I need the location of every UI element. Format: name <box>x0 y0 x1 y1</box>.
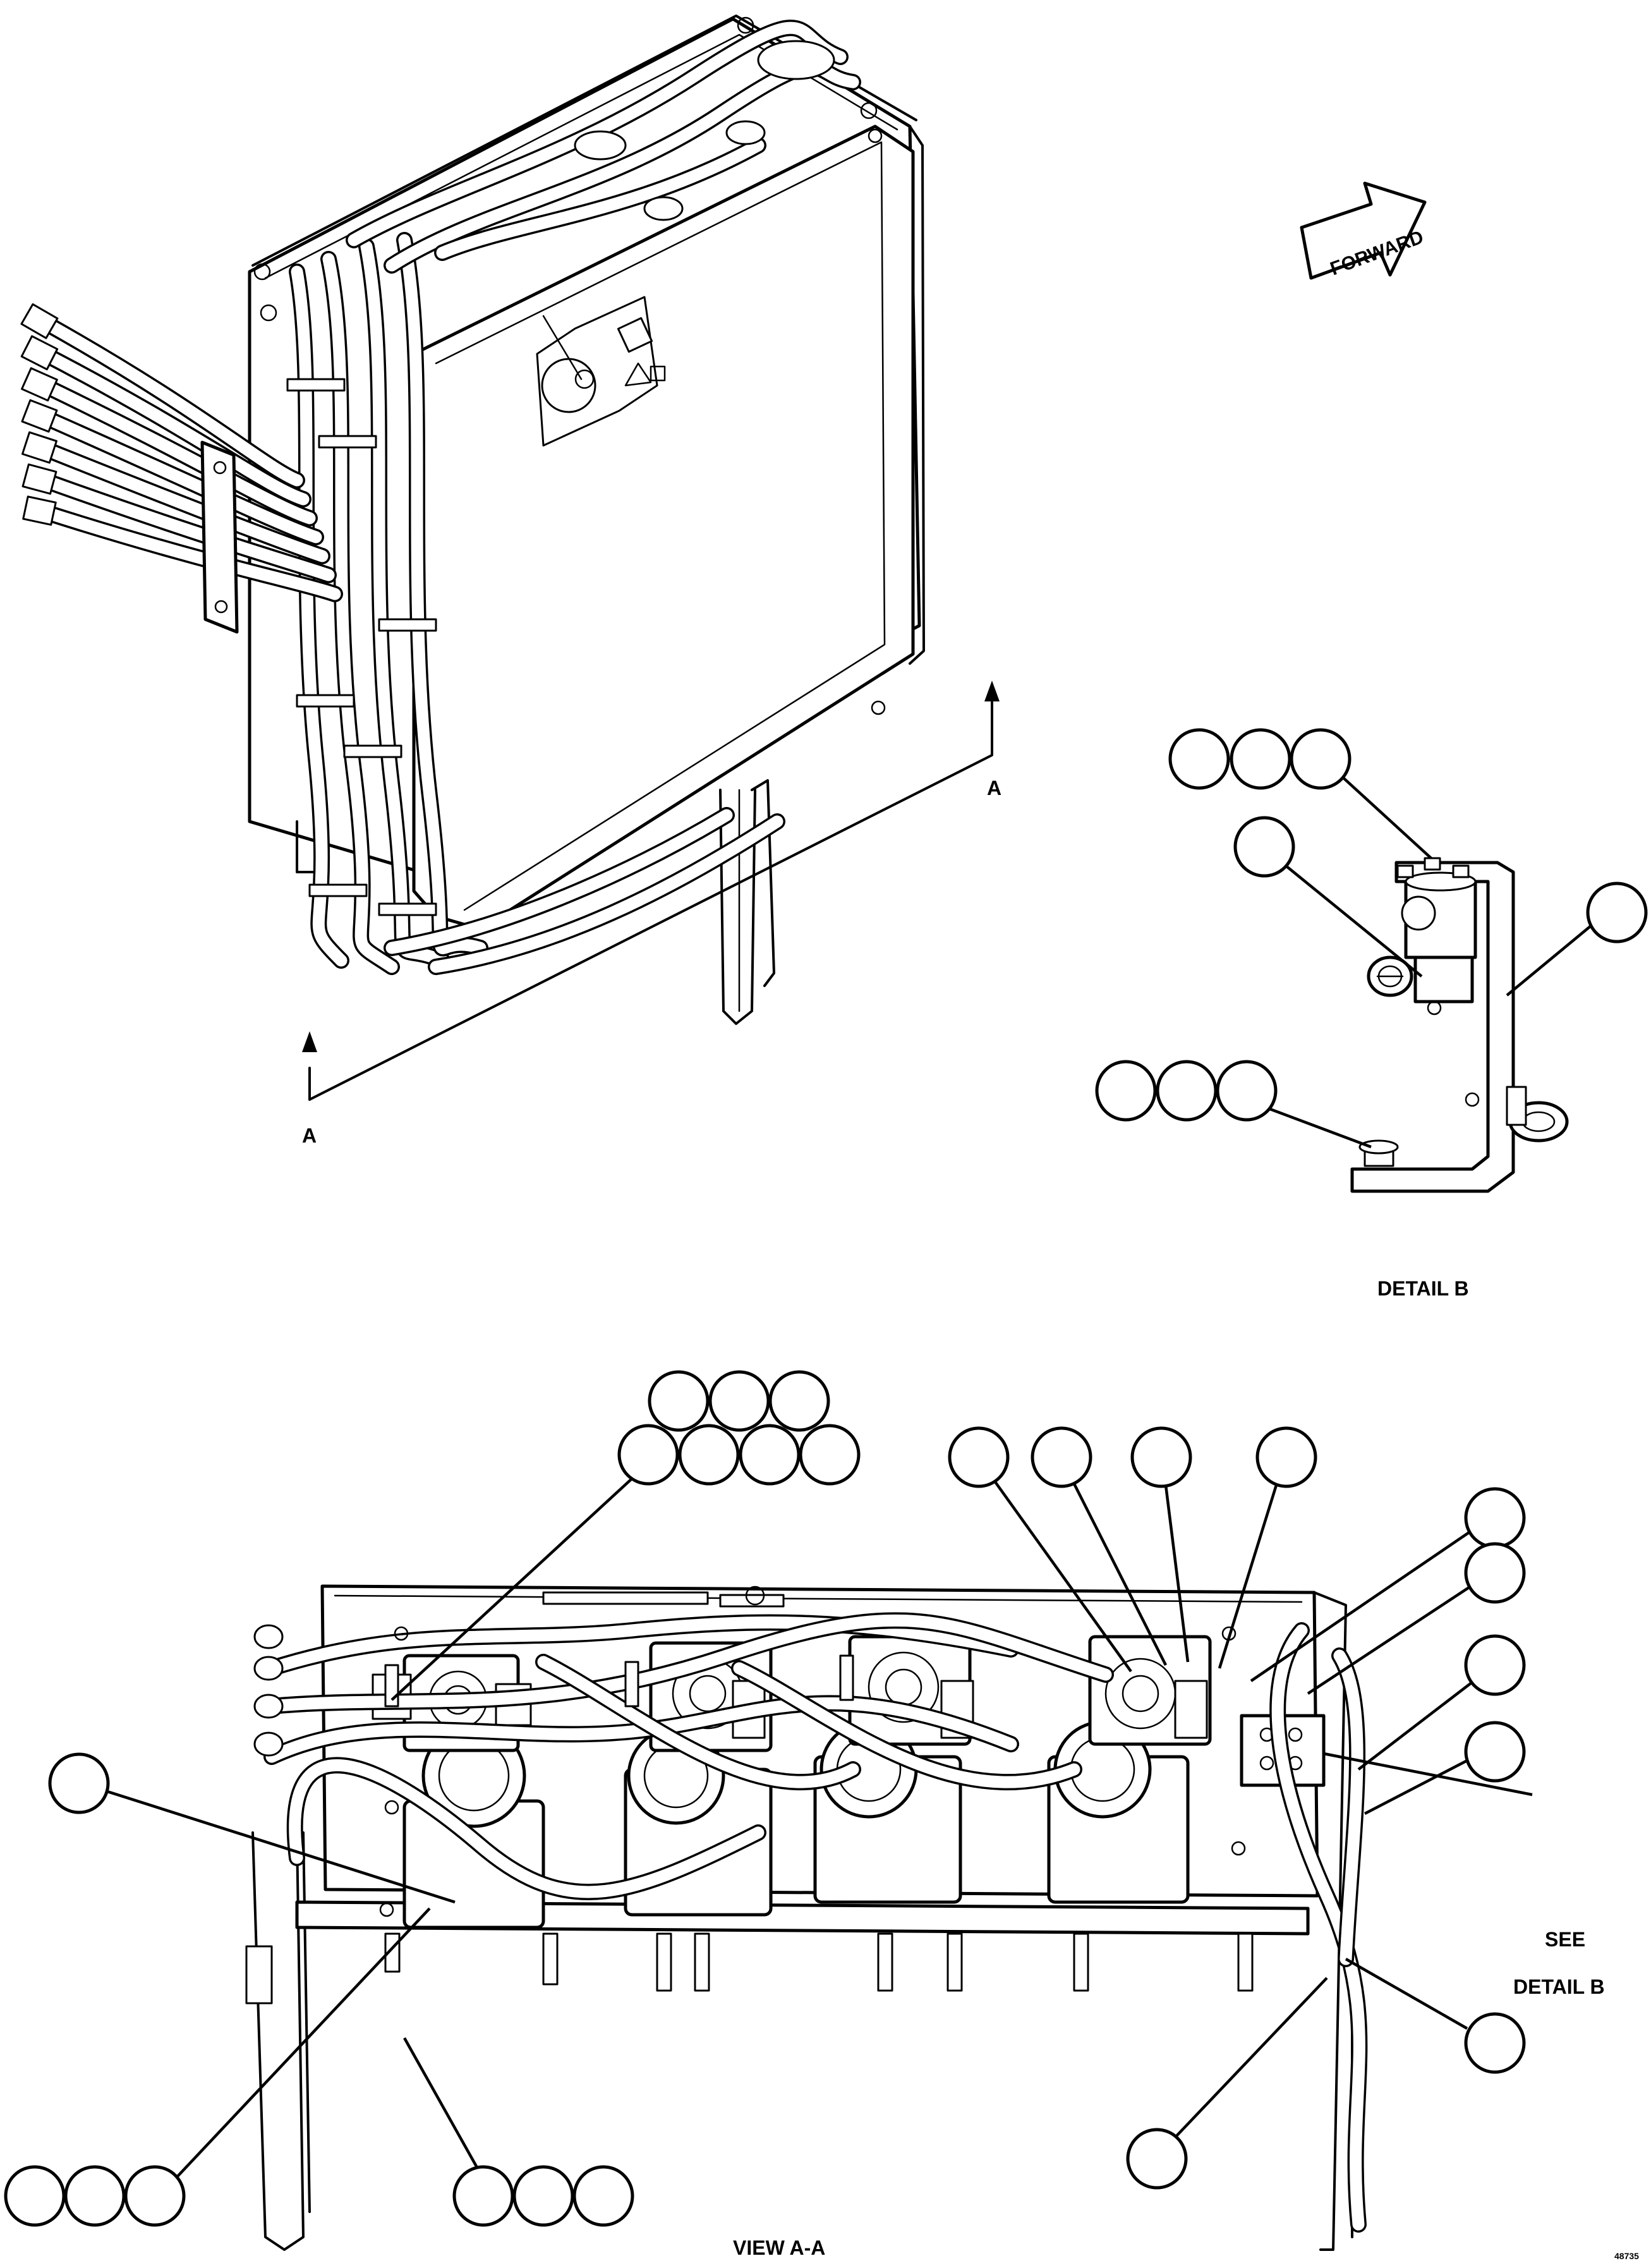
callout-bubble <box>1255 1426 1317 1488</box>
valve-section-3 <box>813 1635 974 1904</box>
callout-bubble <box>1464 1634 1526 1696</box>
callout-bubble <box>452 2165 514 2227</box>
warning-decal-icon <box>617 317 666 387</box>
gauge-icon <box>541 315 596 413</box>
callout-bubble <box>1156 1060 1218 1122</box>
callout-bubble <box>799 1424 861 1486</box>
hose-end-fitting-icons <box>20 303 59 526</box>
detail-b-bracket: DETAIL B <box>1095 728 1648 1300</box>
section-line-a-a: A A <box>302 681 1001 1147</box>
callout-bubble <box>572 2165 634 2227</box>
callout-bubble <box>1464 1487 1526 1549</box>
callout-bubble <box>1290 728 1352 790</box>
callout-bubble <box>64 2165 126 2227</box>
callout-bubble <box>124 2165 186 2227</box>
solenoid-connector-icon <box>1367 955 1413 997</box>
left-fitting-stack <box>245 1624 284 2004</box>
callout-bubble <box>1130 1426 1192 1488</box>
view-a-a-assembly: SEE DETAIL B VIEW A-A <box>4 1370 1605 2259</box>
forward-direction-arrow: FORWARD <box>1300 181 1427 280</box>
callout-bubble <box>1464 1721 1526 1783</box>
callout-bubble <box>1126 2128 1188 2190</box>
isometric-valve-assembly <box>20 15 925 1025</box>
callout-bubble <box>1464 1542 1526 1604</box>
hose-clip-icons <box>286 378 437 916</box>
callout-bubble <box>512 2165 574 2227</box>
view-a-a-hoses <box>263 1612 1368 2233</box>
section-mark-a-right: A <box>987 777 1001 799</box>
sheet-number: 48735 <box>1614 2251 1639 2261</box>
callout-bubble <box>1095 1060 1157 1122</box>
callout-bubble <box>739 1424 801 1486</box>
callout-bubble <box>648 1370 710 1432</box>
callout-bubble <box>948 1426 1010 1488</box>
callout-bubble <box>1216 1060 1278 1122</box>
mounting-leg-icons <box>384 1932 1254 1992</box>
see-note-line1: SEE <box>1545 1928 1585 1951</box>
callout-bubble <box>1230 728 1291 790</box>
callout-bubble <box>768 1370 830 1432</box>
callout-bubble <box>1168 728 1230 790</box>
bracket-bolt-icons <box>1358 857 1480 1167</box>
callout-bubble <box>1031 1426 1092 1488</box>
callout-bubble <box>1464 2012 1526 2074</box>
callout-bubble <box>617 1424 679 1486</box>
callout-bubble <box>48 1752 110 1814</box>
callout-bubble <box>4 2165 66 2227</box>
see-note-line2: DETAIL B <box>1513 1975 1605 1998</box>
loop-clamp-icon <box>1506 1086 1569 1143</box>
valve-fitting-icons <box>574 40 835 221</box>
section-mark-a-left: A <box>302 1124 317 1147</box>
callout-bubble <box>708 1370 770 1432</box>
callout-bubble <box>1586 882 1648 943</box>
callout-bubble <box>678 1424 740 1486</box>
detail-b-title: DETAIL B <box>1377 1277 1469 1300</box>
valve-section-4 <box>1047 1635 1212 1904</box>
view-aa-title: VIEW A-A <box>733 2236 825 2259</box>
callout-bubble <box>1233 816 1295 878</box>
